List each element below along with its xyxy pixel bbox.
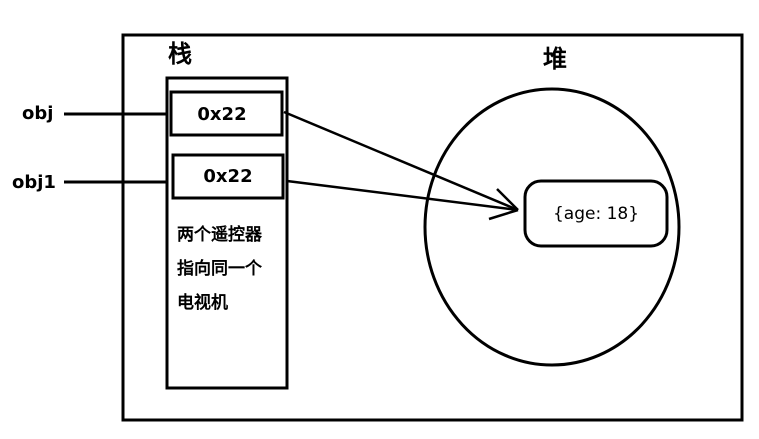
- stack-title: 栈: [168, 40, 192, 68]
- reference-arrow-obj: [283, 110, 519, 212]
- heap-object-label: {age: 18}: [553, 204, 639, 224]
- var-label-obj1: obj1: [12, 172, 56, 193]
- note-line: 指向同一个: [177, 258, 263, 279]
- heap-title: 堆: [543, 45, 567, 73]
- var-label-obj: obj: [22, 103, 53, 124]
- stack-column: [165, 76, 289, 390]
- stack-slot-obj-address: 0x22: [197, 104, 246, 125]
- reference-arrow-obj1: [286, 179, 519, 212]
- stack-slot-obj1-address: 0x22: [203, 166, 252, 187]
- note-line: 电视机: [177, 292, 228, 313]
- outer-frame: [121, 33, 744, 422]
- stack-slot-obj: [169, 90, 284, 137]
- heap-ellipse: [423, 87, 681, 367]
- arrow-head: [488, 188, 519, 221]
- stack-slot-obj1: [171, 153, 285, 200]
- heap-object-box: [523, 179, 669, 248]
- note-line: 两个遥控器: [177, 224, 263, 245]
